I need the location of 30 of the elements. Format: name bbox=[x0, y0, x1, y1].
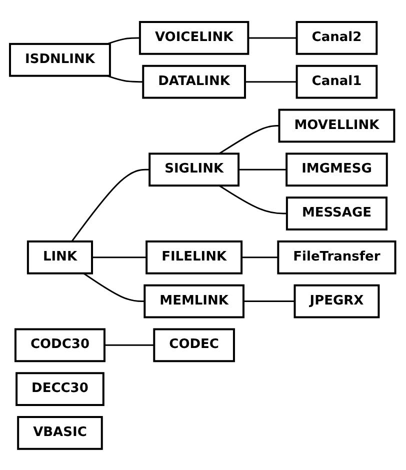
node-box: MEMLINK bbox=[144, 284, 245, 318]
node-box: CODEC bbox=[154, 328, 236, 362]
node-box: DATALINK bbox=[142, 64, 246, 98]
node-box: DECC30 bbox=[16, 372, 105, 406]
node-box: ISDNLINK bbox=[9, 42, 112, 76]
connector bbox=[244, 300, 296, 302]
node-box: CODC30 bbox=[14, 328, 106, 362]
connector bbox=[107, 74, 144, 82]
node-box: MOVELLINK bbox=[278, 108, 396, 142]
connector bbox=[245, 80, 298, 82]
connector bbox=[104, 344, 155, 346]
node-box: MESSAGE bbox=[286, 196, 388, 230]
node-box: VOICELINK bbox=[139, 20, 250, 54]
node-box: Canal2 bbox=[296, 20, 378, 54]
connector bbox=[248, 36, 298, 38]
connector bbox=[242, 256, 279, 258]
node-box: FILELINK bbox=[146, 240, 243, 274]
node-box: IMGMESG bbox=[286, 152, 388, 186]
node-box: SIGLINK bbox=[148, 152, 240, 186]
node-box: Canal1 bbox=[296, 64, 378, 98]
connector bbox=[72, 168, 150, 242]
connector bbox=[219, 124, 280, 154]
connector bbox=[238, 168, 287, 170]
connector bbox=[92, 256, 147, 258]
node-box: JPEGRX bbox=[294, 284, 380, 318]
node-box: FileTransfer bbox=[278, 240, 397, 274]
node-box: VBASIC bbox=[17, 416, 104, 450]
connector bbox=[84, 272, 145, 302]
node-box: LINK bbox=[27, 240, 94, 274]
connector bbox=[219, 184, 288, 214]
